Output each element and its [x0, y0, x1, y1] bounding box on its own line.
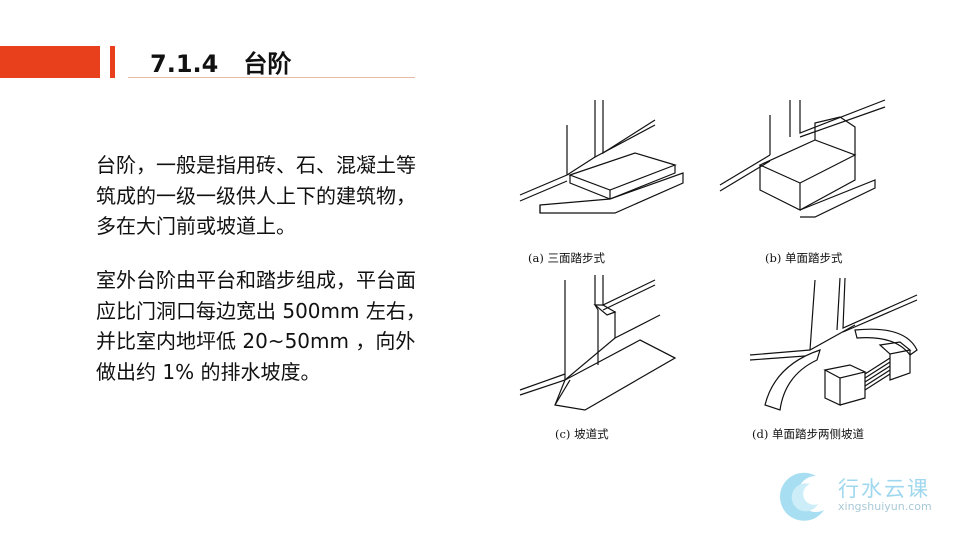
title-underline: [128, 77, 415, 78]
figure-a-caption: (a) 三面踏步式: [528, 251, 605, 265]
text-line: 并比室内地坪低 20~50mm ，向外: [96, 329, 416, 353]
text-line: 筑成的一级一级供人上下的建筑物，: [96, 183, 416, 208]
accent-bar: [0, 46, 100, 78]
figure-c-drawing: [519, 275, 677, 411]
page-title: 7.1.4 台阶: [150, 50, 292, 78]
text-line: 台阶，一般是指用砖、石、混凝土等: [96, 153, 416, 177]
figure-d-caption: (d) 单面踏步两侧坡道: [752, 427, 864, 441]
paragraph-definition: 台阶，一般是指用砖、石、混凝土等 筑成的一级一级供人上下的建筑物， 多在大门前或…: [96, 150, 416, 242]
watermark-name: 行水云课: [838, 477, 930, 501]
figure-b-drawing: [719, 99, 886, 218]
paragraph-composition: 室外台阶由平台和踏步组成，平台面 应比门洞口每边宽出 500mm 左右， 并比室…: [96, 265, 426, 387]
figure-c-caption: (c) 坡道式: [555, 427, 609, 441]
text-line: 做出约 1% 的排水坡度。: [96, 359, 321, 384]
figure-d-drawing: [749, 277, 918, 411]
accent-bar-thin: [110, 46, 115, 78]
watermark-url: xingshuiyun.com: [838, 500, 932, 513]
text-line: 多在大门前或坡道上。: [96, 214, 296, 238]
figure-a-drawing: [519, 100, 684, 214]
figure-b-caption: (b) 单面踏步式: [765, 251, 843, 265]
wave-logo-icon: [779, 472, 824, 521]
text-line: 应比门洞口每边宽出 500mm 左右，: [96, 298, 426, 323]
text-line: 室外台阶由平台和踏步组成，平台面: [96, 268, 416, 292]
